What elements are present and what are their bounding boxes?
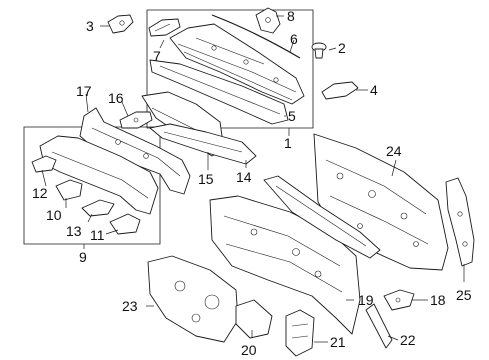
leader-lines — [41, 15, 465, 343]
bracket-part-21 — [285, 309, 315, 357]
callout-25: 25 — [456, 287, 472, 303]
cowl-lower-panel-part-5 — [149, 59, 289, 125]
callout-8: 8 — [287, 8, 295, 24]
callout-1: 1 — [284, 135, 292, 151]
callout-23: 23 — [122, 298, 138, 314]
callout-3: 3 — [86, 18, 94, 34]
callout-15: 15 — [198, 171, 214, 187]
bracket-part-4 — [321, 81, 359, 100]
bracket-part-12 — [31, 155, 57, 173]
panel-group-9 — [39, 135, 159, 215]
dash-upper-rail — [263, 175, 381, 259]
callout-14: 14 — [236, 169, 252, 185]
insulator-part-20 — [235, 299, 273, 339]
callout-20: 20 — [241, 342, 257, 358]
strip-part-22 — [365, 303, 393, 349]
bracket-part-8 — [255, 7, 281, 34]
dash-upper-panel-part-17 — [79, 107, 191, 195]
group-frame-1 — [146, 9, 314, 129]
bracket-part-11 — [109, 213, 141, 235]
callout-5: 5 — [288, 108, 296, 124]
callout-16: 16 — [108, 90, 124, 106]
bracket-part-3 — [107, 14, 134, 34]
pillar-bracket-part-25 — [445, 177, 475, 267]
callout-21: 21 — [330, 334, 346, 350]
weatherstrip-part-6 — [211, 14, 301, 59]
callout-22: 22 — [400, 332, 416, 348]
clip-part-2 — [311, 42, 327, 59]
bracket-part-10 — [55, 179, 83, 201]
callout-18: 18 — [430, 292, 446, 308]
callout-10: 10 — [46, 207, 62, 223]
callout-13: 13 — [66, 223, 82, 239]
callout-2: 2 — [338, 40, 346, 56]
callout-4: 4 — [370, 82, 378, 98]
callout-9: 9 — [79, 249, 87, 265]
brace-part-14 — [149, 123, 257, 165]
callout-24: 24 — [386, 143, 402, 159]
bracket-part-18 — [383, 289, 415, 311]
callout-7: 7 — [153, 48, 161, 64]
callout-6: 6 — [290, 31, 298, 47]
callout-19: 19 — [358, 292, 374, 308]
retainer-part-7 — [148, 18, 181, 37]
callout-11: 11 — [90, 227, 105, 243]
cowl-top-panel — [169, 23, 305, 105]
callout-12: 12 — [32, 185, 48, 201]
callout-17: 17 — [76, 83, 92, 99]
bracket-part-13 — [81, 199, 115, 217]
insulator-part-23 — [147, 255, 239, 343]
